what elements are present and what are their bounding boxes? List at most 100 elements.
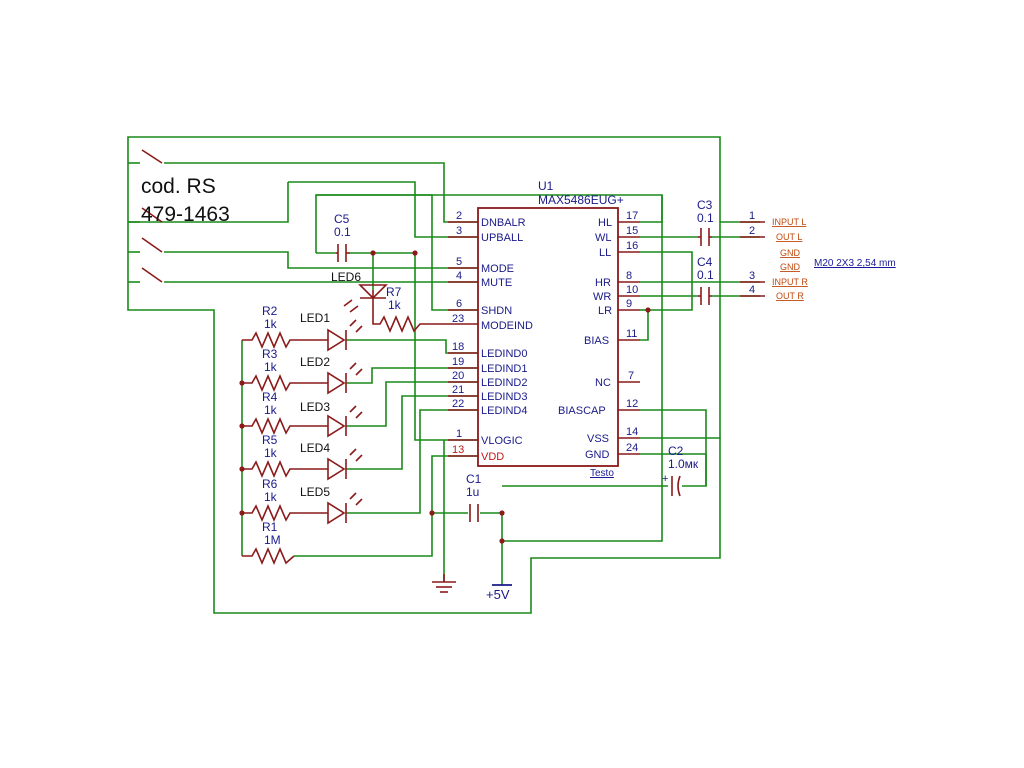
switches: [141, 149, 163, 283]
pin-num: 16: [626, 240, 638, 252]
pin-name: BIAS: [584, 335, 609, 347]
r5-value: 1k: [264, 446, 278, 460]
c3-value: 0.1: [697, 211, 714, 225]
led4-label: LED4: [300, 441, 330, 455]
pin-num: 18: [452, 341, 464, 353]
chip-right-pins: 17 HL 15 WL 16 LL 8 HR 10 WR 9 LR 11 BIA…: [558, 210, 638, 479]
note-text: cod. RS 479-1463: [141, 175, 230, 226]
pin-name: WR: [593, 291, 611, 303]
c2-polarity: +: [662, 473, 668, 485]
pin-name: LL: [599, 247, 611, 259]
pin-num: 15: [626, 225, 638, 237]
pin-name: MODEIND: [481, 320, 533, 332]
pin-num: 9: [626, 298, 632, 310]
r1-value: 1M: [264, 533, 281, 547]
chip-part: MAX5486EUG+: [538, 193, 624, 207]
pin-num: 24: [626, 442, 638, 454]
pin-num: 17: [626, 210, 638, 222]
capacitor-c4: C4 0.1: [697, 255, 714, 305]
r6-value: 1k: [264, 490, 278, 504]
led-led1: LED1: [300, 311, 363, 352]
connector-pin-num: 2: [749, 225, 755, 237]
connector-pin-label: INPUT R: [772, 277, 808, 287]
chip-left-pins: 2 DNBALR 3 UPBALL 5 MODE 4 MUTE 6 SHDN 2…: [448, 210, 533, 463]
resistor-r5: R5 1k: [242, 433, 328, 479]
led1-label: LED1: [300, 311, 330, 325]
pin-name: HR: [595, 277, 611, 289]
connector-gnd-1: GND: [780, 248, 801, 258]
testo-link[interactable]: Testo: [590, 468, 614, 479]
connector: 1 INPUT L 2 OUT L GND GND 3 INPUT R 4 OU…: [740, 210, 896, 301]
pin-name: MUTE: [481, 277, 512, 289]
connector-pin-num: 4: [749, 284, 755, 296]
pin-num: 21: [452, 384, 464, 396]
pin-num: 23: [452, 313, 464, 325]
r5-ref: R5: [262, 433, 278, 447]
pin-num: 6: [456, 298, 462, 310]
pin-num: 11: [626, 328, 637, 340]
pin-name: SHDN: [481, 305, 512, 317]
pin-name: VSS: [587, 433, 609, 445]
pin-name: LEDIND4: [481, 405, 527, 417]
pin-name: LEDIND0: [481, 348, 527, 360]
pin-num-vdd: 13: [452, 444, 464, 456]
r7-ref: R7: [386, 285, 402, 299]
r4-ref: R4: [262, 390, 278, 404]
r3-ref: R3: [262, 347, 278, 361]
r4-value: 1k: [264, 403, 278, 417]
connector-pin-label: OUT L: [776, 232, 802, 242]
c1-value: 1u: [466, 485, 479, 499]
resistor-r7: R7 1k: [372, 285, 448, 334]
pin-num: 20: [452, 370, 464, 382]
connector-part[interactable]: M20 2X3 2,54 mm: [814, 258, 896, 269]
pin-num: 5: [456, 256, 462, 268]
c1-ref: C1: [466, 472, 482, 486]
pin-num: 2: [456, 210, 462, 222]
led6-label: LED6: [331, 270, 361, 284]
led-led2: LED2: [300, 355, 363, 395]
led5-label: LED5: [300, 485, 330, 499]
pin-name: DNBALR: [481, 217, 526, 229]
c2-value: 1.0мк: [668, 457, 699, 471]
supply-5v: +5V: [486, 584, 512, 602]
pin-name: WL: [595, 232, 612, 244]
led-led6: LED6: [331, 270, 388, 313]
led-led4: LED4: [300, 441, 363, 481]
connector-gnd-2: GND: [780, 262, 801, 272]
note-line-2: 479-1463: [141, 203, 230, 226]
chip-u1: U1 MAX5486EUG+: [477, 179, 640, 467]
pin-name: UPBALL: [481, 232, 523, 244]
pin-num: 4: [456, 270, 462, 282]
capacitor-c2: + C2 1.0мк: [662, 444, 699, 497]
pin-name: LEDIND1: [481, 363, 527, 375]
pin-num: 22: [452, 398, 464, 410]
connector-pin-num: 1: [749, 210, 755, 222]
led-led5: LED5: [300, 485, 363, 525]
chip-ref: U1: [538, 179, 554, 193]
pin-num: 10: [626, 284, 638, 296]
pin-name: LEDIND3: [481, 391, 527, 403]
pin-num: 7: [628, 370, 634, 382]
pin-num: 1: [456, 428, 462, 440]
resistor-r1: R1 1M: [242, 520, 295, 566]
capacitor-c5: C5 0.1: [334, 212, 351, 262]
ground-symbol: [432, 574, 456, 593]
connector-pin-num: 3: [749, 270, 755, 282]
resistor-r3: R3 1k: [242, 347, 328, 393]
pin-name: BIASCAP: [558, 405, 606, 417]
pin-num: 3: [456, 225, 462, 237]
pin-name: HL: [598, 217, 612, 229]
led-led3: LED3: [300, 400, 363, 438]
pin-name: MODE: [481, 263, 514, 275]
r1-ref: R1: [262, 520, 278, 534]
c3-ref: C3: [697, 198, 713, 212]
pin-num: 12: [626, 398, 638, 410]
resistor-r6: R6 1k: [242, 477, 328, 523]
c4-ref: C4: [697, 255, 713, 269]
resistor-r4: R4 1k: [242, 390, 328, 436]
c2-ref: C2: [668, 444, 684, 458]
pin-name: VLOGIC: [481, 435, 523, 447]
c5-ref: C5: [334, 212, 350, 226]
pin-name-vdd: VDD: [481, 451, 504, 463]
